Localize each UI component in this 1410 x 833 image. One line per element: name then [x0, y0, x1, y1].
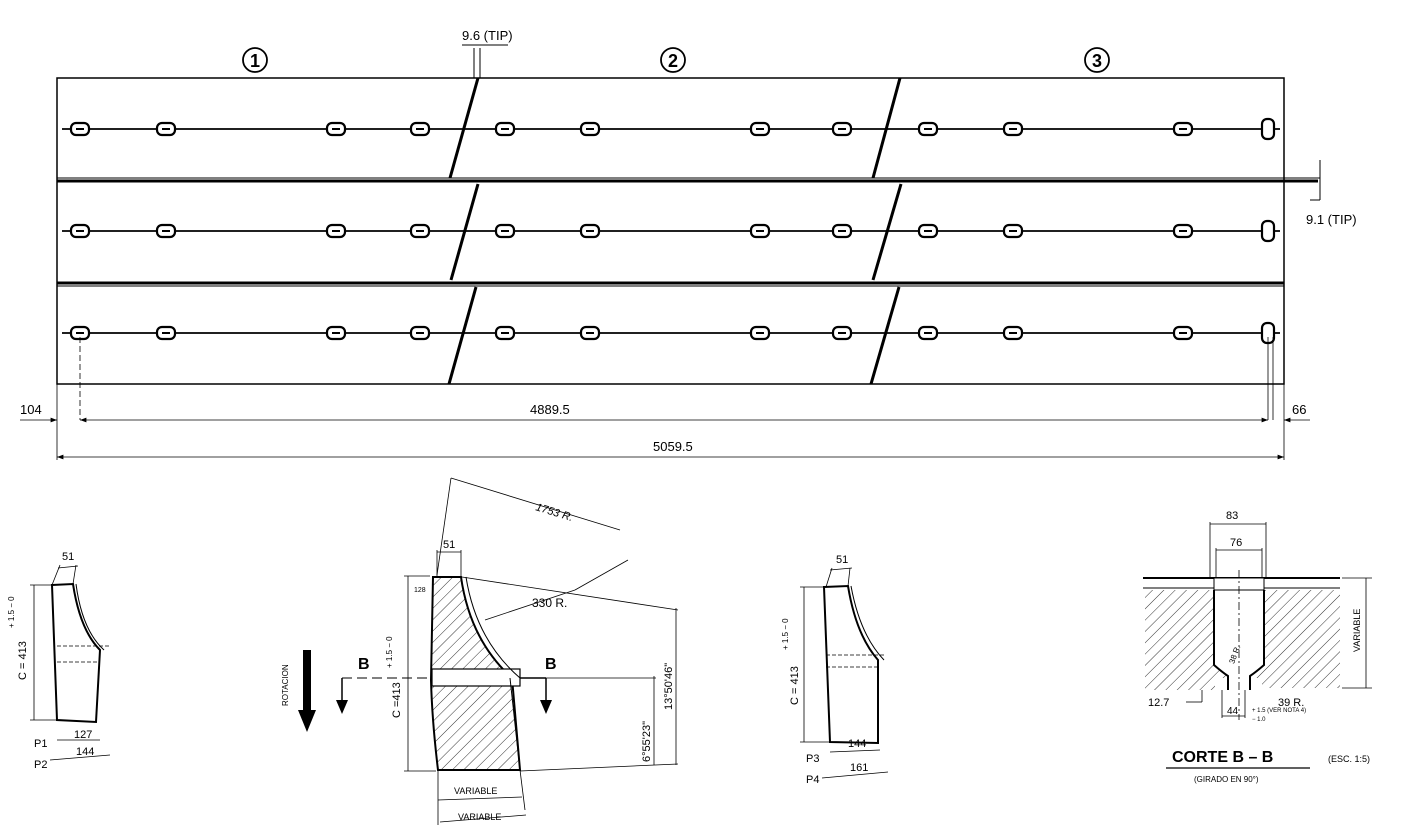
svg-text:− 1.0: − 1.0 — [1252, 717, 1266, 723]
zone-label-2: 2 — [660, 47, 686, 73]
svg-text:128: 128 — [414, 587, 426, 594]
svg-text:2: 2 — [668, 51, 678, 71]
bolt-hole-end — [1260, 219, 1276, 243]
section-title: CORTE B – B — [1172, 749, 1273, 766]
zone-label-1: 1 — [242, 47, 268, 73]
dim-gap-top: 9.6 (TIP) — [462, 28, 513, 43]
svg-text:VARIABLE: VARIABLE — [458, 812, 501, 822]
section-mark-right: B — [545, 656, 557, 673]
svg-text:161: 161 — [850, 762, 868, 774]
section-mark-left: B — [358, 656, 370, 673]
svg-text:ROTACION: ROTACION — [281, 664, 290, 706]
svg-text:1: 1 — [250, 51, 260, 71]
svg-text:1753 R.: 1753 R. — [534, 501, 574, 524]
svg-text:C = 413: C = 413 — [789, 666, 801, 705]
svg-text:13°50'46": 13°50'46" — [663, 663, 675, 710]
dim-right-offset: 66 — [1292, 402, 1306, 417]
frame-outline — [56, 77, 1285, 385]
dim-gap-side: 9.1 (TIP) — [1306, 212, 1357, 227]
svg-text:+ 1.5 − 0: + 1.5 − 0 — [7, 596, 16, 628]
profile-right: 51 + 1.5 − 0 C = 413 P3 144 P4 161 — [781, 554, 889, 786]
svg-text:51: 51 — [443, 539, 455, 551]
svg-text:6°55'23": 6°55'23" — [641, 721, 653, 762]
svg-text:C =413: C =413 — [391, 682, 403, 718]
svg-text:3: 3 — [1092, 51, 1102, 71]
svg-text:83: 83 — [1226, 510, 1238, 522]
svg-text:144: 144 — [848, 738, 866, 750]
svg-text:51: 51 — [62, 551, 74, 563]
svg-text:144: 144 — [76, 746, 94, 758]
svg-text:127: 127 — [74, 729, 92, 741]
svg-text:C = 413: C = 413 — [17, 641, 29, 680]
zone-label-3: 3 — [1084, 47, 1110, 73]
svg-text:44: 44 — [1227, 706, 1239, 717]
svg-text:330 R.: 330 R. — [532, 596, 567, 610]
svg-text:76: 76 — [1230, 537, 1242, 549]
svg-text:VARIABLE: VARIABLE — [1352, 609, 1362, 652]
bolt-hole-end — [1260, 117, 1276, 141]
svg-text:51: 51 — [836, 554, 848, 566]
dim-total-length: 5059.5 — [653, 439, 693, 454]
profile-left: 51 C = 413 + 1.5 − 0 P1 127 P2 144 — [7, 551, 111, 771]
svg-text:+ 1.5 − 0: + 1.5 − 0 — [781, 618, 790, 650]
svg-text:VARIABLE: VARIABLE — [454, 786, 497, 796]
profile-center: 51 128 1753 R. 330 R. + 1.5 − 0 C =413 R… — [281, 477, 679, 825]
svg-text:P1: P1 — [34, 738, 47, 750]
dim-inner-length: 4889.5 — [530, 402, 570, 417]
dim-left-offset: 104 — [20, 402, 42, 417]
svg-text:38 R.: 38 R. — [1227, 644, 1242, 665]
section-bb: 83 76 VARIABLE 38 R. 12.7 39 R. 44 + 1.5… — [1143, 510, 1372, 784]
bolt-holes — [69, 117, 1276, 345]
svg-text:+ 1.5 (VER NOTA 4): + 1.5 (VER NOTA 4) — [1252, 708, 1306, 714]
svg-text:P3: P3 — [806, 753, 819, 765]
svg-text:P4: P4 — [806, 774, 819, 786]
svg-text:39 R.: 39 R. — [1278, 697, 1304, 709]
svg-text:P2: P2 — [34, 759, 47, 771]
joint-lines — [447, 77, 903, 385]
svg-text:(GIRADO EN 90°): (GIRADO EN 90°) — [1194, 775, 1259, 784]
top-view: 1 2 3 9.6 (TIP) 9.1 (TIP) 104 4889.5 — [20, 28, 1357, 460]
svg-text:(ESC. 1:5): (ESC. 1:5) — [1328, 754, 1370, 764]
svg-text:12.7: 12.7 — [1148, 697, 1169, 709]
svg-text:+ 1.5 − 0: + 1.5 − 0 — [385, 636, 394, 668]
